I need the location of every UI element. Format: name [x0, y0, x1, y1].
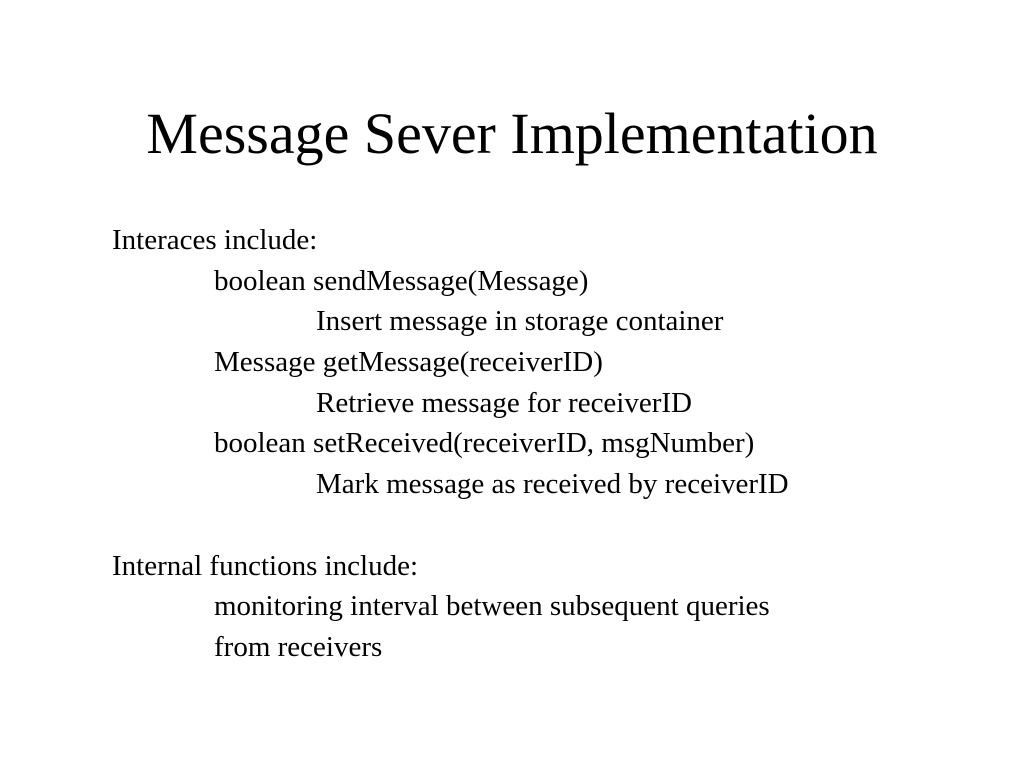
- interface-signature-get-message: Message getMessage(receiverID): [214, 346, 603, 379]
- slide-title: Message Sever Implementation: [146, 101, 878, 166]
- internal-function-line: from receivers: [214, 630, 383, 663]
- interfaces-heading: Interaces include:: [112, 224, 318, 256]
- interface-signature-send-message: boolean sendMessage(Message): [214, 264, 589, 297]
- internal-function-line: monitoring interval between subsequent q…: [214, 590, 770, 623]
- interface-signature-set-received: boolean setReceived(receiverID, msgNumbe…: [214, 427, 755, 460]
- slide-body: Interaces include: boolean sendMessage(M…: [112, 220, 789, 668]
- internal-functions-heading: Internal functions include:: [112, 549, 419, 582]
- interface-description-send-message: Insert message in storage container: [316, 305, 724, 338]
- interface-description-get-message: Retrieve message for receiverID: [316, 386, 692, 419]
- interface-description-set-received: Mark message as received by receiverID: [316, 468, 789, 501]
- spacer: [112, 505, 789, 546]
